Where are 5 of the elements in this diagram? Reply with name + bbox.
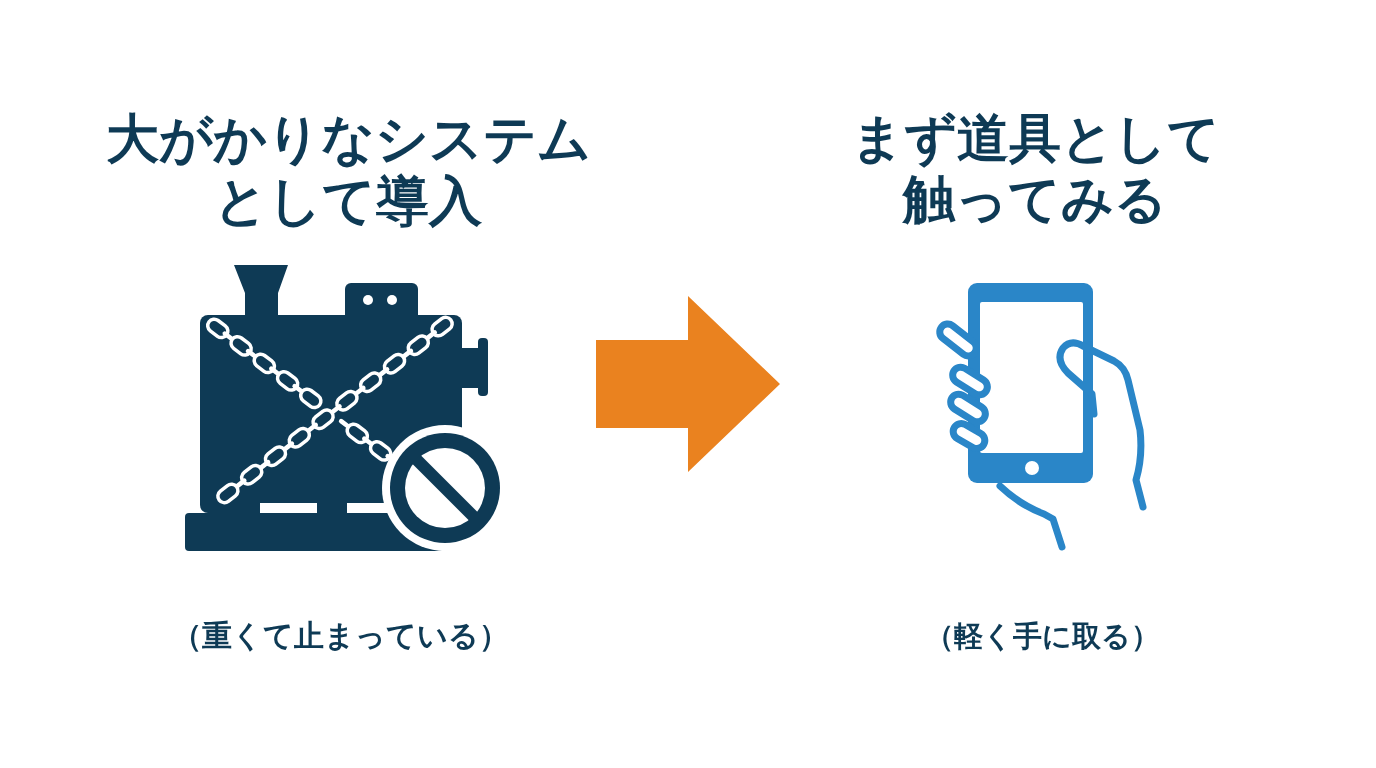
block-arrow (596, 296, 780, 472)
caption-text: （軽く手に取る） (924, 618, 1160, 655)
heading: 大がかりなシステムとして導入 (104, 108, 592, 232)
heading: まず道具として触ってみる (849, 108, 1221, 230)
caption-text: （重くて止まっている） (171, 617, 509, 655)
